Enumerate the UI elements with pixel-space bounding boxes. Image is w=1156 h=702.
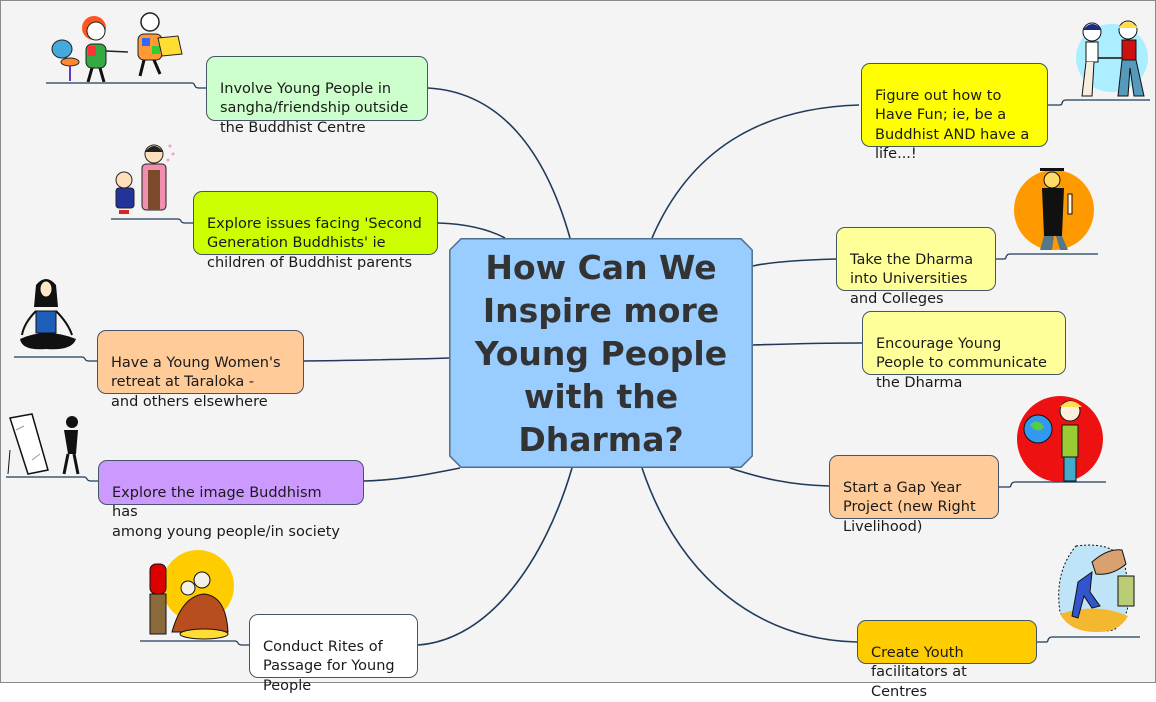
connector-universities bbox=[752, 258, 837, 267]
boy-with-globe-clipart-icon bbox=[1017, 396, 1103, 482]
shelf-retreat bbox=[14, 356, 97, 362]
branch-text: Involve Young People in sangha/friendshi… bbox=[220, 80, 409, 136]
shelf-second-gen bbox=[111, 218, 193, 224]
couple-holding-hands-clipart-icon bbox=[1076, 20, 1148, 97]
connector-communicate bbox=[752, 342, 863, 346]
mother-and-child-kimono-clipart-icon bbox=[115, 144, 175, 214]
branch-text: Create Youth facilitators at Centres bbox=[871, 644, 967, 700]
shelf-facilitators bbox=[1037, 636, 1140, 643]
branch-node-gap-year[interactable]: Start a Gap Year Project (new Right Live… bbox=[829, 455, 999, 535]
shelf-image bbox=[6, 476, 98, 482]
central-topic-title: How Can We Inspire more Young People wit… bbox=[474, 247, 728, 459]
branch-text: Encourage Young People to communicate th… bbox=[876, 335, 1047, 391]
children-holding-hands-clipart-icon bbox=[51, 12, 183, 82]
branch-node-facilitators[interactable]: Create Youth facilitators at Centres bbox=[857, 620, 1037, 700]
branch-text: Have a Young Women's retreat at Taraloka… bbox=[111, 354, 281, 410]
connector-facilitators bbox=[641, 467, 858, 643]
branch-node-image[interactable]: Explore the image Buddhism has among you… bbox=[98, 460, 364, 540]
connector-fun bbox=[651, 104, 860, 239]
monks-with-drum-clipart-icon bbox=[149, 550, 234, 640]
branch-node-universities[interactable]: Take the Dharma into Universities and Co… bbox=[836, 227, 996, 307]
branch-node-retreat[interactable]: Have a Young Women's retreat at Taraloka… bbox=[97, 330, 304, 410]
branch-text: Figure out how to Have Fun; ie, be a Bud… bbox=[875, 87, 1030, 163]
shelf-fun bbox=[1048, 99, 1150, 106]
central-topic[interactable]: How Can We Inspire more Young People wit… bbox=[449, 238, 753, 468]
shelf-involve bbox=[46, 82, 206, 89]
branch-text: Explore issues facing 'Second Generation… bbox=[207, 215, 422, 271]
connector-layer bbox=[6, 82, 1150, 646]
graduate-clipart-icon bbox=[1014, 168, 1094, 250]
shelf-rites bbox=[140, 640, 249, 646]
shelf-universities bbox=[995, 253, 1098, 260]
branch-text: Explore the image Buddhism has among you… bbox=[112, 484, 341, 540]
central-topic-shape bbox=[449, 238, 753, 468]
connector-gap-year bbox=[729, 467, 830, 487]
shelf-gap-year bbox=[999, 481, 1106, 488]
branch-text: Take the Dharma into Universities and Co… bbox=[850, 251, 974, 307]
branch-node-communicate[interactable]: Encourage Young People to communicate th… bbox=[862, 311, 1066, 391]
branch-node-second-gen[interactable]: Explore issues facing 'Second Generation… bbox=[193, 191, 438, 271]
meditating-woman-clipart-icon bbox=[20, 279, 76, 350]
branch-text: Start a Gap Year Project (new Right Live… bbox=[843, 479, 976, 535]
helping-hand-clipart-icon bbox=[1058, 544, 1135, 632]
connector-retreat bbox=[303, 357, 450, 362]
connector-rites bbox=[417, 467, 573, 646]
connector-involve bbox=[427, 87, 571, 239]
branch-text: Conduct Rites of Passage for Young Peopl… bbox=[263, 638, 395, 694]
branch-node-involve[interactable]: Involve Young People in sangha/friendshi… bbox=[206, 56, 428, 136]
connector-second-gen bbox=[437, 222, 506, 239]
branch-node-rites[interactable]: Conduct Rites of Passage for Young Peopl… bbox=[249, 614, 418, 694]
person-at-mirror-clipart-icon bbox=[7, 413, 80, 475]
connector-image bbox=[363, 467, 461, 482]
branch-node-fun[interactable]: Figure out how to Have Fun; ie, be a Bud… bbox=[861, 63, 1048, 162]
